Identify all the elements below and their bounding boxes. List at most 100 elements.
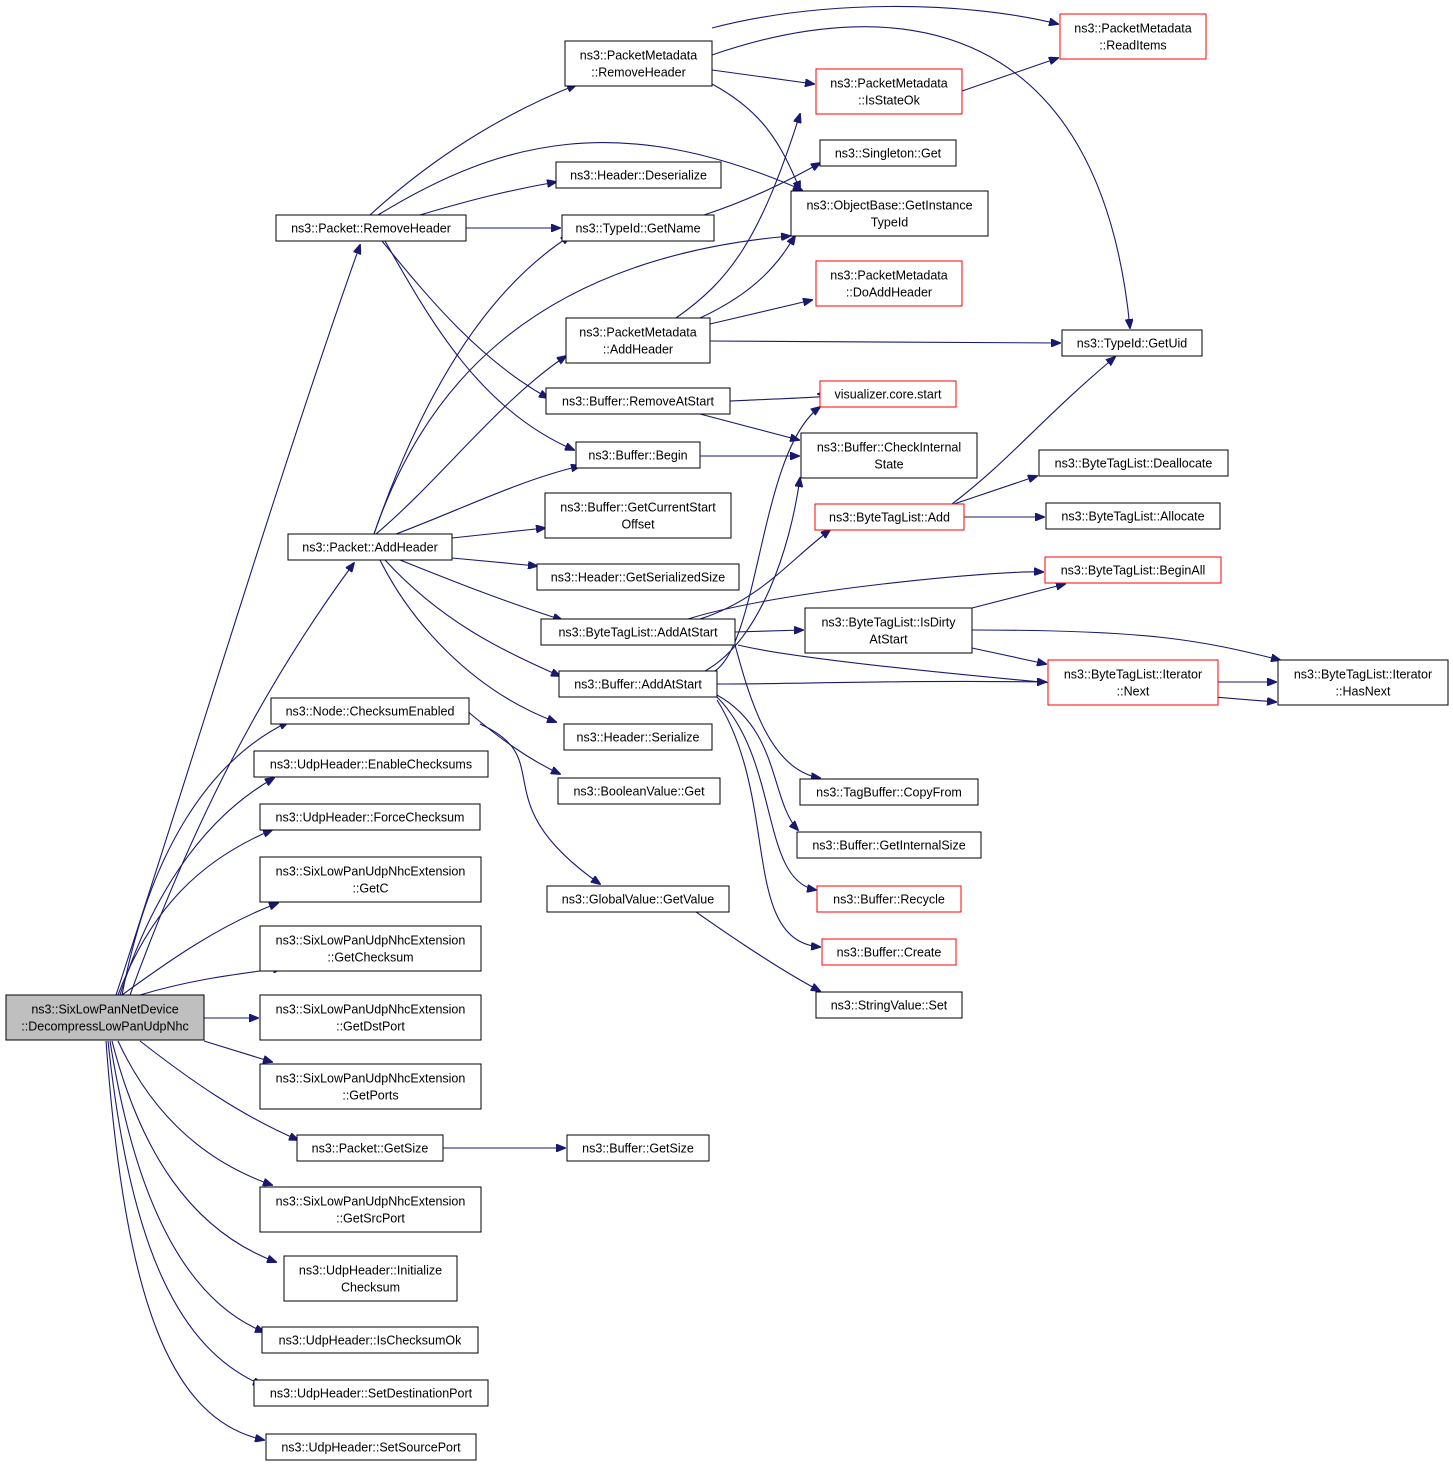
graph-node-nhc-src[interactable]: ns3::SixLowPanUdpNhcExtension::GetSrcPor…: [259, 1186, 482, 1233]
node-box: [265, 1433, 477, 1461]
graph-node-udp-isok[interactable]: ns3::UdpHeader::IsChecksumOk: [261, 1326, 479, 1354]
node-box: [1044, 556, 1222, 584]
graph-node-btl-alloc[interactable]: ns3::ByteTagList::Allocate: [1045, 502, 1221, 530]
call-edge: [699, 236, 795, 319]
graph-node-nhc-getc[interactable]: ns3::SixLowPanUdpNhcExtension::GetC: [259, 856, 482, 903]
call-edge: [451, 557, 537, 566]
node-label: ::GetSrcPort: [336, 1212, 405, 1226]
node-label: ::GetPorts: [342, 1089, 398, 1103]
call-edge: [111, 1040, 276, 1262]
graph-node-hdr-deser[interactable]: ns3::Header::Deserialize: [555, 161, 722, 189]
call-edge: [951, 357, 1115, 505]
node-box: [1277, 659, 1449, 706]
node-label: ns3::ObjectBase::GetInstance: [806, 199, 972, 213]
call-edge: [375, 356, 566, 535]
graph-node-gv-getvalue[interactable]: ns3::GlobalValue::GetValue: [546, 885, 730, 913]
call-edge: [711, 5, 1058, 29]
graph-node-hdr-ser[interactable]: ns3::Header::Serialize: [563, 723, 713, 751]
call-edge: [709, 341, 1060, 343]
graph-node-pm-doadd[interactable]: ns3::PacketMetadata::DoAddHeader: [815, 260, 963, 307]
graph-node-buf-create[interactable]: ns3::Buffer::Create: [821, 938, 957, 966]
node-box: [1045, 502, 1221, 530]
graph-node-hdr-sersize[interactable]: ns3::Header::GetSerializedSize: [536, 563, 740, 591]
graph-node-udp-enable[interactable]: ns3::UdpHeader::EnableChecksums: [253, 750, 489, 778]
graph-node-buf-getsize[interactable]: ns3::Buffer::GetSize: [566, 1134, 710, 1162]
node-label: ns3::Buffer::CheckInternal: [817, 441, 961, 455]
graph-node-buf-intsize[interactable]: ns3::Buffer::GetInternalSize: [796, 831, 982, 859]
call-edge: [139, 968, 282, 996]
graph-node-pkt-remove[interactable]: ns3::Packet::RemoveHeader: [275, 214, 467, 242]
call-edge: [704, 478, 800, 672]
call-edge: [379, 559, 556, 722]
call-edge: [419, 182, 556, 216]
graph-node-pm-isok[interactable]: ns3::PacketMetadata::IsStateOk: [815, 68, 963, 115]
node-label: visualizer.core.start: [835, 388, 943, 402]
call-edge: [734, 644, 820, 778]
call-edge: [716, 681, 1046, 684]
graph-node-pm-add[interactable]: ns3::PacketMetadata::AddHeader: [565, 317, 711, 364]
graph-node-btl-ithasnext[interactable]: ns3::ByteTagList::Iterator::HasNext: [1277, 659, 1449, 706]
graph-node-pm-readitems[interactable]: ns3::PacketMetadata::ReadItems: [1059, 13, 1207, 60]
node-label: ns3::Buffer::GetSize: [582, 1142, 694, 1156]
graph-node-udp-force[interactable]: ns3::UdpHeader::ForceChecksum: [259, 803, 481, 831]
node-box: [557, 777, 721, 805]
call-edge: [384, 240, 574, 450]
node-box: [1061, 329, 1203, 357]
graph-node-btl-dealloc[interactable]: ns3::ByteTagList::Deallocate: [1038, 449, 1229, 477]
graph-node-typeid-uid[interactable]: ns3::TypeId::GetUid: [1061, 329, 1203, 357]
graph-node-singleton-get[interactable]: ns3::Singleton::Get: [819, 139, 957, 167]
node-label: ns3::StringValue::Set: [831, 999, 948, 1013]
call-edge: [709, 300, 812, 325]
node-label: ns3::UdpHeader::SetDestinationPort: [270, 1387, 473, 1401]
graph-node-pkt-add[interactable]: ns3::Packet::AddHeader: [287, 533, 453, 561]
call-edge: [716, 699, 820, 947]
graph-node-btl-addatstart[interactable]: ns3::ByteTagList::AddAtStart: [540, 618, 736, 646]
call-edge: [734, 630, 803, 632]
graph-node-udp-setdst[interactable]: ns3::UdpHeader::SetDestinationPort: [253, 1379, 489, 1407]
graph-node-buf-addatstart[interactable]: ns3::Buffer::AddAtStart: [558, 670, 718, 698]
graph-node-nhc-getcs[interactable]: ns3::SixLowPanUdpNhcExtension::GetChecks…: [259, 925, 482, 972]
node-label: Offset: [621, 518, 655, 532]
call-edge: [961, 58, 1058, 92]
graph-node-buf-begin[interactable]: ns3::Buffer::Begin: [575, 441, 701, 469]
node-label: ns3::ByteTagList::Iterator: [1064, 668, 1202, 682]
call-edge: [115, 245, 360, 996]
graph-node-btl-add[interactable]: ns3::ByteTagList::Add: [814, 503, 965, 531]
graph-node-buf-remstart[interactable]: ns3::Buffer::RemoveAtStart: [545, 387, 731, 415]
node-box: [544, 492, 732, 539]
node-box: [287, 533, 453, 561]
graph-node-nhc-ports[interactable]: ns3::SixLowPanUdpNhcExtension::GetPorts: [259, 1063, 482, 1110]
graph-node-pkt-size[interactable]: ns3::Packet::GetSize: [296, 1134, 444, 1162]
node-label: ::HasNext: [1336, 685, 1391, 699]
call-edge: [395, 466, 580, 535]
graph-node-typeid-name[interactable]: ns3::TypeId::GetName: [561, 214, 715, 242]
graph-node-vis-start[interactable]: visualizer.core.start: [819, 380, 957, 408]
node-box: [800, 432, 978, 479]
graph-node-btl-beginall[interactable]: ns3::ByteTagList::BeginAll: [1044, 556, 1222, 584]
node-box: [815, 991, 963, 1019]
graph-node-bool-get[interactable]: ns3::BooleanValue::Get: [557, 777, 721, 805]
node-box: [259, 994, 482, 1041]
graph-node-pm-remove[interactable]: ns3::PacketMetadata::RemoveHeader: [564, 40, 713, 87]
graph-node-nhc-dst[interactable]: ns3::SixLowPanUdpNhcExtension::GetDstPor…: [259, 994, 482, 1041]
node-box: [546, 885, 730, 913]
graph-node-btl-itnext[interactable]: ns3::ByteTagList::Iterator::Next: [1047, 659, 1219, 706]
node-label: ::DoAddHeader: [846, 286, 932, 300]
graph-node-tagbuf-copy[interactable]: ns3::TagBuffer::CopyFrom: [799, 778, 979, 806]
call-edge: [381, 240, 548, 398]
node-label: ns3::Header::GetSerializedSize: [551, 571, 725, 585]
node-box: [540, 618, 736, 646]
node-label: ns3::Buffer::GetCurrentStart: [560, 501, 716, 515]
graph-node-sv-set[interactable]: ns3::StringValue::Set: [815, 991, 963, 1019]
graph-node-buf-recycle[interactable]: ns3::Buffer::Recycle: [816, 885, 962, 913]
graph-node-udp-setsrc[interactable]: ns3::UdpHeader::SetSourcePort: [265, 1433, 477, 1461]
node-box: [796, 831, 982, 859]
graph-node-node-cs[interactable]: ns3::Node::ChecksumEnabled: [270, 697, 470, 725]
node-label: ::GetDstPort: [336, 1020, 405, 1034]
